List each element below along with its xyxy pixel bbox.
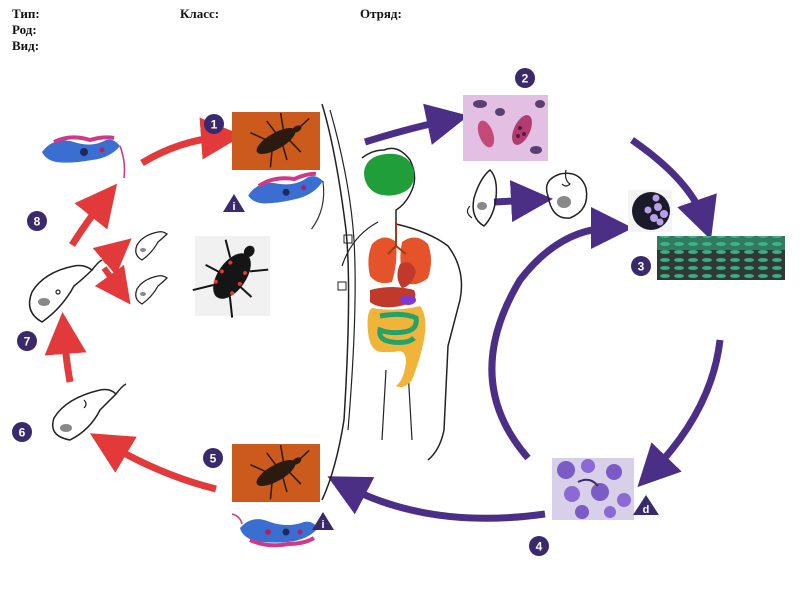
arrow-2-to-3 (630, 137, 717, 240)
step-badge-3: 3 (631, 256, 651, 276)
label-genus: Род: (12, 22, 37, 37)
arrow-multiply-up (92, 238, 132, 276)
arrow-7-to-8 (69, 183, 118, 247)
reduviid-bug-photo (192, 236, 270, 318)
epimastigote-icon (28, 259, 103, 323)
bug-photo-top (232, 112, 320, 170)
arrow-1-to-2 (363, 103, 469, 146)
svg-text:6: 6 (19, 426, 26, 440)
svg-text:4: 4 (536, 540, 543, 554)
epimastigote-icon (135, 231, 168, 261)
epimastigote-icon (52, 383, 127, 441)
svg-text:7: 7 (24, 335, 31, 349)
svg-text:8: 8 (34, 215, 41, 229)
svg-text:2: 2 (522, 72, 529, 86)
step-badge-4: 4 (529, 536, 549, 556)
bug-photo-bottom (232, 444, 320, 502)
blood-smear-photo-top (463, 95, 548, 161)
step-badge-1: 1 (204, 114, 224, 134)
step-badge-2: 2 (515, 68, 535, 88)
arrow-epi-to-amastigote (493, 180, 553, 223)
pseudocyst-photo (628, 190, 672, 232)
arrow-5-to-6 (89, 433, 217, 493)
step-badge-5: 5 (203, 448, 223, 468)
step-badges: 1 2 3 4 5 6 7 8 (12, 68, 651, 556)
human-body-icon (321, 103, 463, 501)
human-cycle-arrows (327, 103, 724, 522)
label-type: Тип: (12, 6, 40, 21)
svg-text:d: d (643, 504, 650, 516)
svg-text:i: i (232, 201, 235, 213)
blood-smear-photo-bottom (552, 458, 634, 520)
step-badge-6: 6 (12, 422, 32, 442)
trypomastigote-icon (248, 171, 325, 230)
bug-cycle-arrows (44, 117, 243, 493)
muscle-tissue-photo (657, 236, 785, 280)
triatomine-bug-icon (250, 444, 310, 500)
arrow-6-to-7 (44, 312, 87, 383)
lungs-icon (368, 237, 397, 284)
heart-icon (397, 262, 416, 288)
intestine-icon (367, 306, 426, 388)
label-species: Вид: (12, 38, 40, 53)
arrow-8-to-1 (140, 117, 243, 166)
svg-text:i: i (321, 519, 324, 531)
epimastigote-icon (135, 275, 168, 305)
arrow-4-to-3-circle (488, 207, 633, 461)
amastigote-icon (545, 169, 588, 219)
svg-text:5: 5 (210, 452, 217, 466)
trypomastigote-icon (231, 513, 318, 548)
label-order: Отряд: (360, 6, 402, 21)
brain-icon (364, 153, 415, 196)
label-class: Класс: (180, 6, 220, 21)
diagnostic-stage-marker: d (633, 495, 659, 516)
infective-stage-marker-bottom: i (312, 512, 334, 531)
arrow-multiply-down (94, 264, 131, 305)
trypomastigote-icon (42, 135, 126, 179)
step-badge-8: 8 (27, 211, 47, 231)
arrow-4-to-5 (327, 476, 546, 522)
svg-text:1: 1 (211, 118, 218, 132)
triatomine-bug-icon (250, 112, 310, 168)
step-badge-7: 7 (17, 331, 37, 351)
trypomastigote-outline-icon (466, 168, 498, 227)
arrow-3-to-4 (637, 339, 724, 488)
svg-text:3: 3 (638, 260, 645, 274)
infective-stage-marker-top: i (223, 194, 245, 213)
